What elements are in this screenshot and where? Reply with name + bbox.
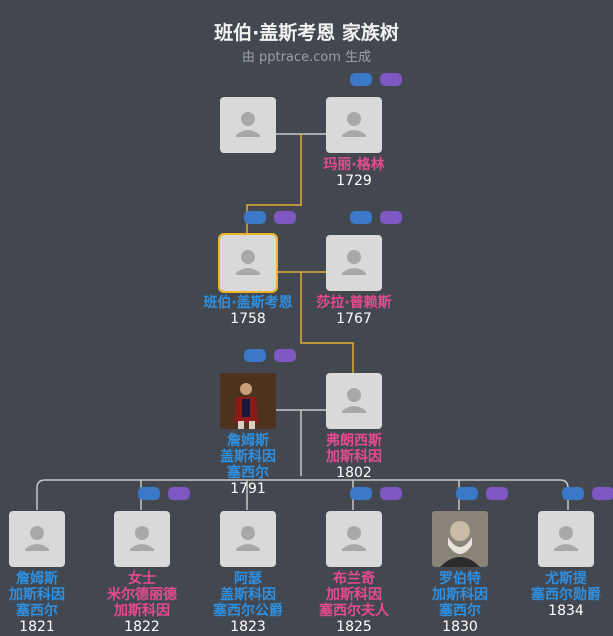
person-name-line: 塞西尔 [439, 603, 481, 619]
birth-year: 1767 [336, 311, 372, 327]
person-card[interactable] [218, 233, 278, 293]
birth-year: 1802 [336, 465, 372, 481]
portrait-photo [220, 373, 276, 429]
person-card[interactable] [326, 97, 382, 153]
birth-year: 1791 [230, 481, 266, 497]
expand-badge[interactable] [244, 211, 266, 224]
person-card[interactable] [326, 235, 382, 291]
person-name[interactable]: 阿瑟盖斯科因塞西尔公爵 [188, 571, 308, 619]
person-placeholder-icon [236, 112, 260, 137]
person-placeholder-icon [342, 250, 366, 275]
birth-year: 1825 [336, 619, 372, 635]
person-name-line: 莎拉·普赖斯 [316, 295, 392, 311]
portrait-photo [432, 511, 488, 567]
person-name-line: 加斯科因 [432, 587, 488, 603]
person-name-line: 尤斯提 [545, 571, 587, 587]
page-title: 班伯·盖斯考恩 家族树 [214, 22, 399, 44]
person-name-line: 布兰奇 [333, 571, 375, 587]
birth-year: 1821 [19, 619, 55, 635]
person-name-line: 塞西尔夫人 [319, 603, 389, 619]
person-name[interactable]: 弗朗西斯加斯科因 [294, 433, 414, 465]
person-card[interactable] [432, 511, 488, 567]
person-card[interactable] [220, 97, 276, 153]
person-placeholder-icon [342, 112, 366, 137]
expand-badge[interactable] [168, 487, 190, 500]
person-name-line: 塞西尔公爵 [213, 603, 283, 619]
person-placeholder-icon [236, 526, 260, 551]
person-name-line: 弗朗西斯 [326, 433, 382, 449]
person-name-line: 盖斯科因 [220, 449, 276, 465]
person-name-line: 罗伯特 [439, 571, 481, 587]
expand-badge[interactable] [274, 349, 296, 362]
person-name-line: 阿瑟 [234, 571, 262, 587]
birth-year: 1729 [336, 173, 372, 189]
person-name-line: 加斯科因 [326, 587, 382, 603]
expand-badge[interactable] [562, 487, 584, 500]
person-name-line: 詹姆斯 [227, 433, 269, 449]
person-card[interactable] [220, 373, 276, 429]
person-name[interactable]: 詹姆斯加斯科因塞西尔 [0, 571, 97, 619]
person-name[interactable]: 莎拉·普赖斯 [294, 295, 414, 311]
person-name-line: 班伯·盖斯考恩 [203, 295, 293, 311]
birth-year: 1758 [230, 311, 266, 327]
expand-badge[interactable] [350, 487, 372, 500]
expand-badge[interactable] [350, 211, 372, 224]
birth-year: 1830 [442, 619, 478, 635]
person-name[interactable]: 女士米尔德丽德加斯科因 [82, 571, 202, 619]
expand-badge[interactable] [456, 487, 478, 500]
person-name-line: 塞西尔 [227, 465, 269, 481]
person-name-line: 加斯科因 [114, 603, 170, 619]
person-name[interactable]: 班伯·盖斯考恩 [188, 295, 308, 311]
expand-badge[interactable] [138, 487, 160, 500]
person-placeholder-icon [130, 526, 154, 551]
person-card[interactable] [9, 511, 65, 567]
birth-year: 1823 [230, 619, 266, 635]
person-name-line: 加斯科因 [326, 449, 382, 465]
person-card[interactable] [220, 511, 276, 567]
person-placeholder-icon [554, 526, 578, 551]
person-card[interactable] [326, 511, 382, 567]
person-card[interactable] [538, 511, 594, 567]
person-name-line: 塞西尔 [16, 603, 58, 619]
expand-badge[interactable] [350, 73, 372, 86]
person-name[interactable]: 尤斯提塞西尔勋爵 [506, 571, 613, 603]
expand-badge[interactable] [380, 487, 402, 500]
person-name-line: 加斯科因 [9, 587, 65, 603]
page-subtitle: 由 pptrace.com 生成 [241, 50, 372, 65]
person-name-line: 玛丽·格林 [323, 157, 385, 173]
person-placeholder-icon [342, 388, 366, 413]
person-name-line: 塞西尔勋爵 [531, 587, 601, 603]
person-name-line: 女士 [128, 571, 156, 587]
person-name[interactable]: 玛丽·格林 [294, 157, 414, 173]
birth-year: 1822 [124, 619, 160, 635]
birth-year: 1834 [548, 603, 584, 619]
expand-badge[interactable] [380, 73, 402, 86]
person-card[interactable] [114, 511, 170, 567]
person-name-line: 詹姆斯 [16, 571, 58, 587]
expand-badge[interactable] [380, 211, 402, 224]
person-placeholder-icon [236, 250, 260, 275]
expand-badge[interactable] [486, 487, 508, 500]
person-name[interactable]: 罗伯特加斯科因塞西尔 [400, 571, 520, 619]
person-name[interactable]: 布兰奇加斯科因塞西尔夫人 [294, 571, 414, 619]
person-card[interactable] [326, 373, 382, 429]
person-name-line: 米尔德丽德 [107, 587, 177, 603]
expand-badge[interactable] [592, 487, 613, 500]
person-placeholder-icon [25, 526, 49, 551]
expand-badge[interactable] [244, 349, 266, 362]
person-name[interactable]: 詹姆斯盖斯科因塞西尔 [188, 433, 308, 481]
person-name-line: 盖斯科因 [220, 587, 276, 603]
expand-badge[interactable] [274, 211, 296, 224]
person-placeholder-icon [342, 526, 366, 551]
